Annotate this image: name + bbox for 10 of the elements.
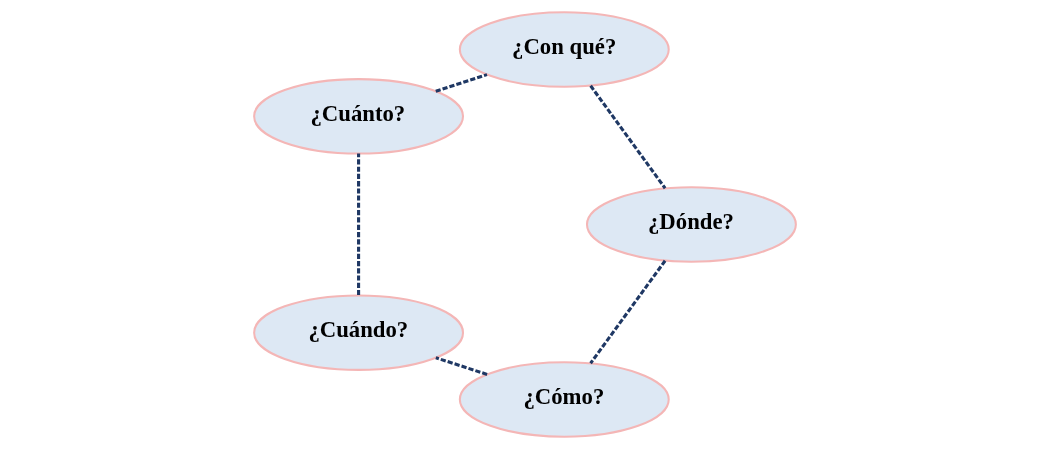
connector <box>589 259 667 365</box>
node-ellipse: ¿Cuánto? <box>253 78 465 155</box>
connector <box>357 153 361 295</box>
connector <box>589 84 667 190</box>
node-ellipse: ¿Cómo? <box>458 361 670 438</box>
node-ellipse: ¿Dónde? <box>585 186 797 263</box>
node-ellipse: ¿Cuándo? <box>253 294 465 371</box>
node-ellipse: ¿Con qué? <box>458 11 670 88</box>
connector <box>435 73 488 93</box>
connector <box>435 356 488 376</box>
